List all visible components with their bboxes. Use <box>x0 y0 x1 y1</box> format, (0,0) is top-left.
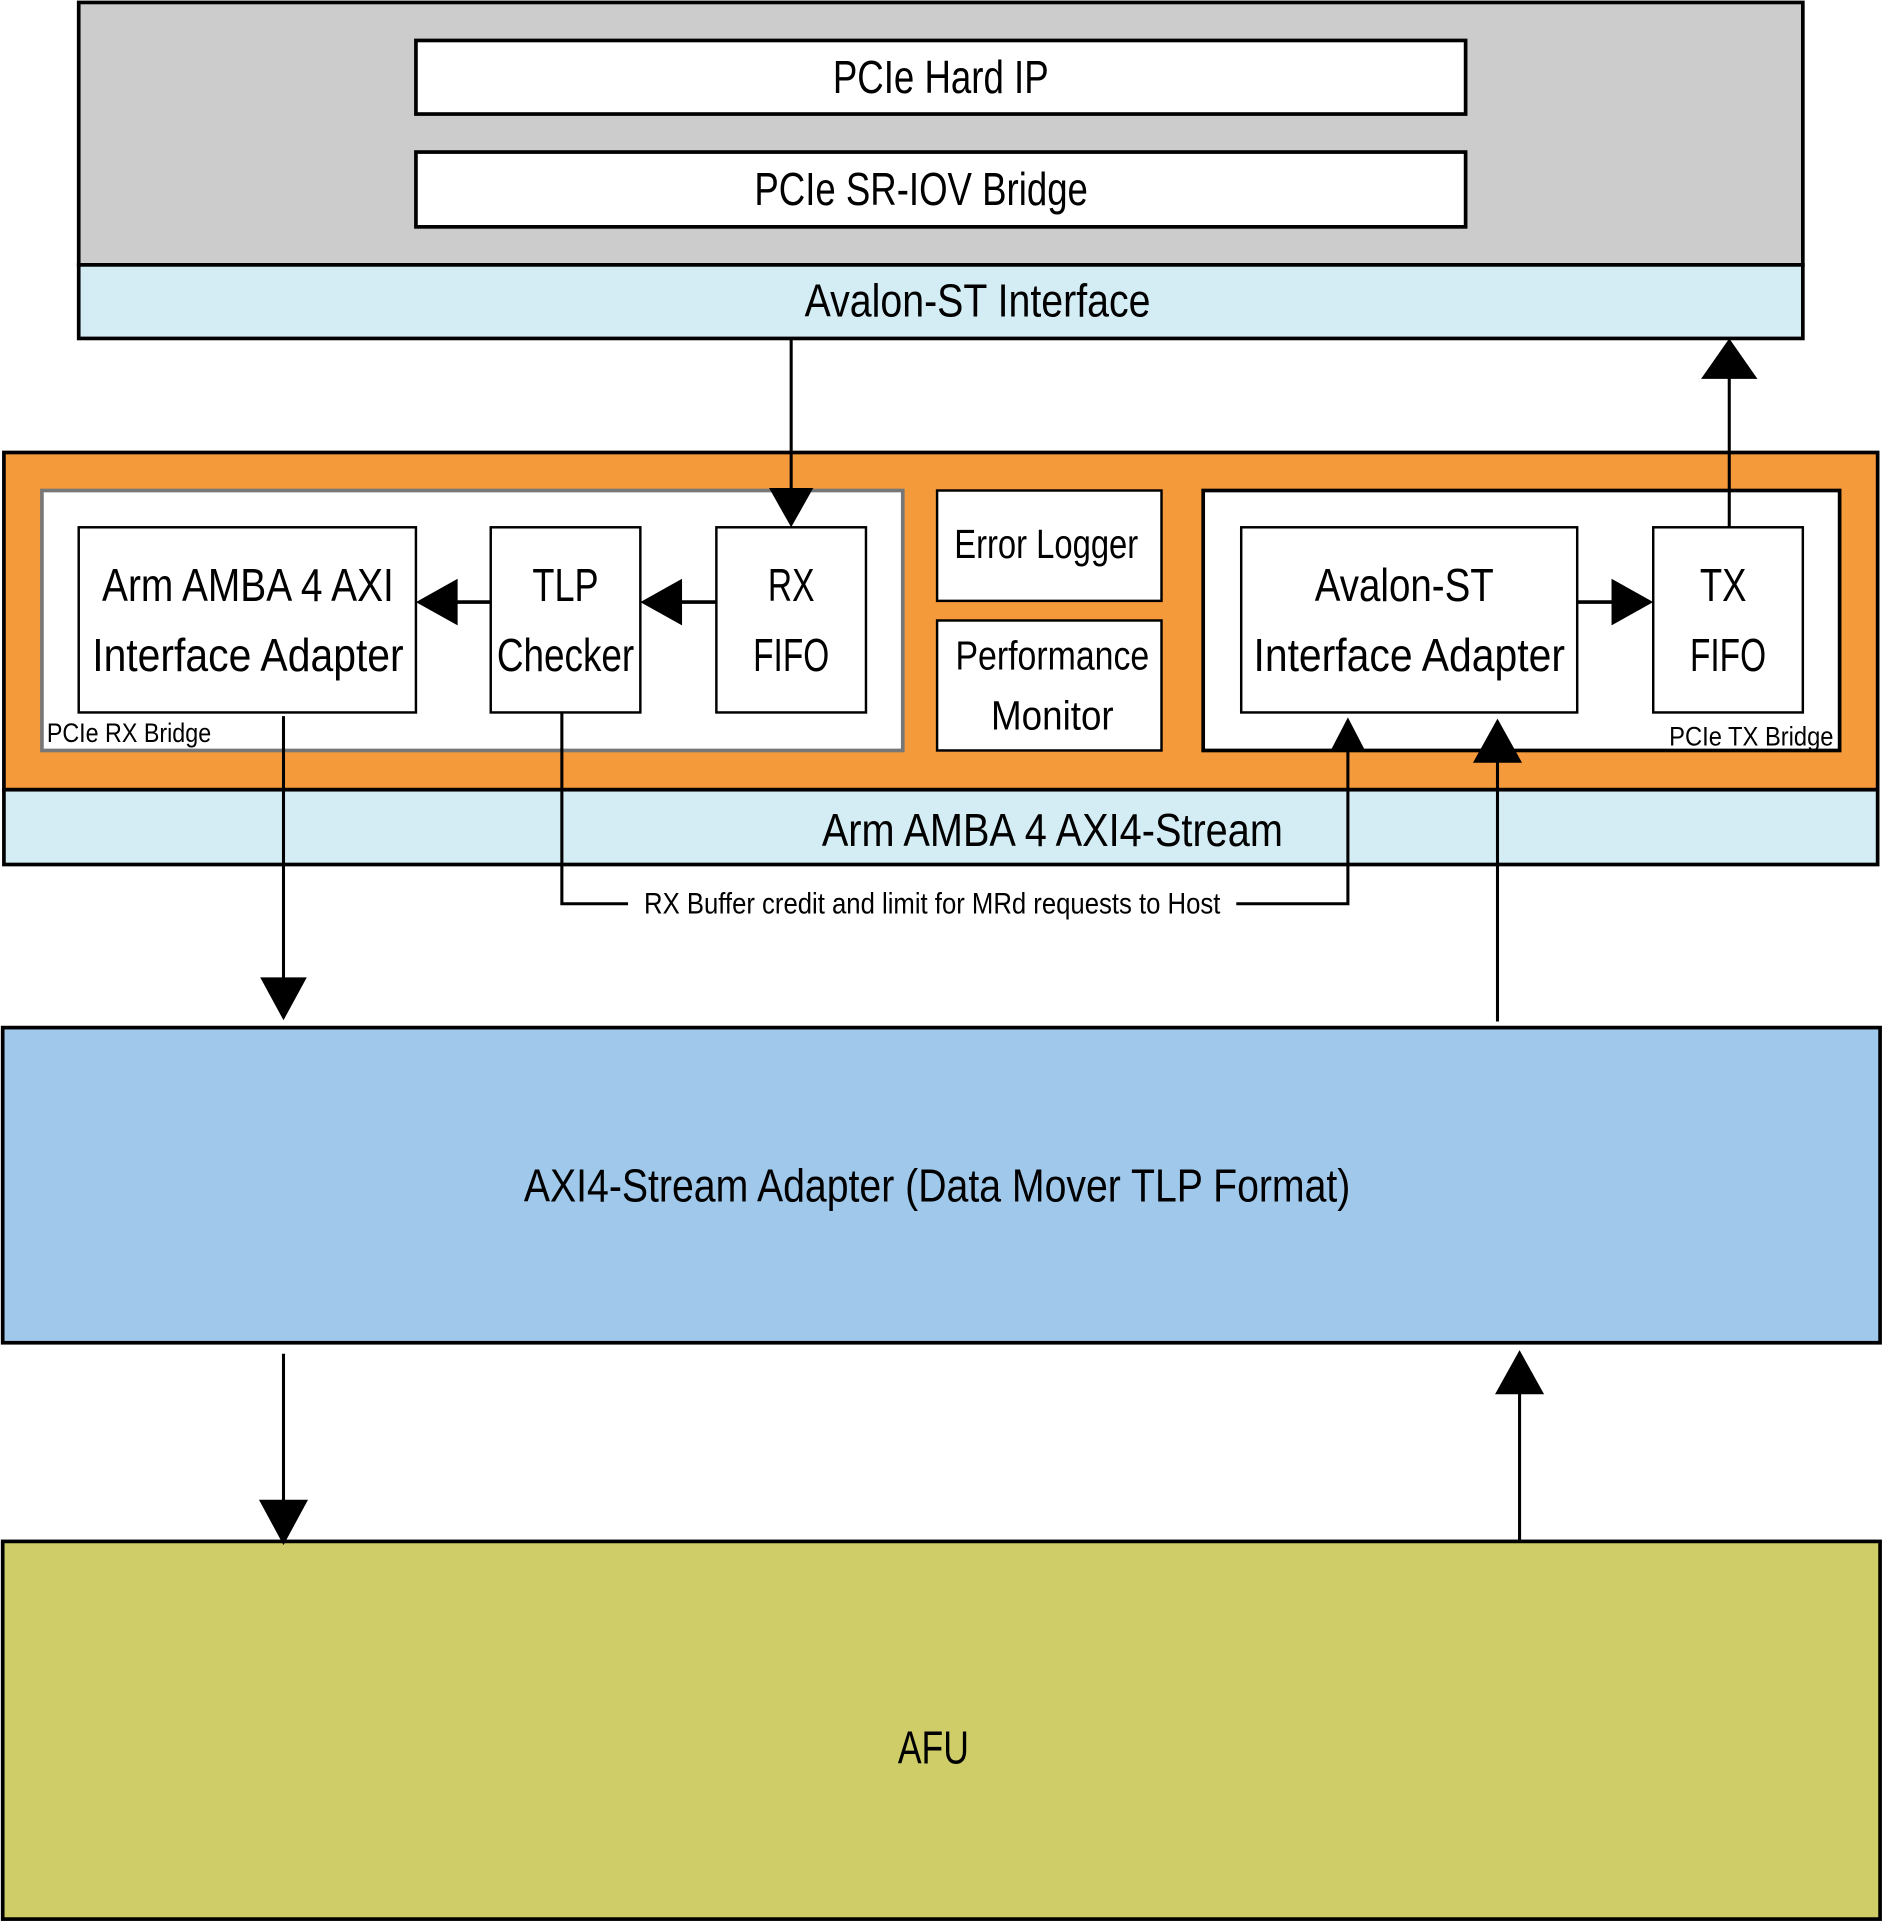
error-logger-label: Error Logger <box>954 521 1138 567</box>
credit-line-left <box>560 712 629 906</box>
afu-block <box>0 1539 1882 1921</box>
performance-monitor-box <box>935 619 1163 752</box>
pcie-hard-ip-label: PCIe Hard IP <box>833 51 1049 103</box>
arrow-stream-adapter-to-afu-head <box>258 1499 309 1546</box>
axi4-stream-adapter-label: AXI4-Stream Adapter (Data Mover TLP Form… <box>524 1160 1350 1212</box>
axi-adapter-line2: Interface Adapter <box>92 629 403 681</box>
avst-adapter-line1: Avalon-ST <box>1315 559 1494 611</box>
tlp-checker-box <box>489 526 642 714</box>
avalon-st-interface-label: Avalon-ST Interface <box>805 274 1151 326</box>
arrow-avst-adapter-to-txfifo-head <box>1611 578 1654 626</box>
arrow-stream-adapter-to-avst-head <box>1472 718 1523 763</box>
arrow-afu-to-stream-adapter-head <box>1495 1350 1545 1395</box>
afu-label: AFU <box>898 1721 969 1773</box>
rx-fifo-box <box>715 526 868 714</box>
axi-adapter-line1: Arm AMBA 4 AXI <box>102 559 394 611</box>
data-flow-arrows <box>258 338 1758 1546</box>
avalon-st-interface-bar <box>76 263 1805 341</box>
pcie-host-block: PCIe Hard IP PCIe SR-IOV Bridge Avalon-S… <box>76 0 1805 341</box>
tx-fifo-line2: FIFO <box>1690 629 1766 681</box>
tlp-checker-line2: Checker <box>497 629 634 681</box>
pcie-rx-bridge-label: PCIe RX Bridge <box>47 718 211 748</box>
pcie-hard-ip-box <box>414 38 1468 116</box>
perf-monitor-line1: Performance <box>955 633 1149 679</box>
axi4-stream-adapter-block <box>0 1025 1882 1345</box>
rx-fifo-line2: FIFO <box>753 629 829 681</box>
credit-arrowhead-up <box>1330 717 1366 751</box>
pcie-tx-bridge-label: PCIe TX Bridge <box>1669 722 1833 752</box>
avst-adapter-line2: Interface Adapter <box>1253 629 1564 681</box>
arrow-axi-to-stream-adapter-head <box>260 977 307 1021</box>
pcie-bridge-block: PCIe RX Bridge Arm AMBA 4 AXI Interface … <box>2 450 1880 867</box>
tx-fifo-box <box>1652 526 1805 714</box>
pcie-sriov-bridge-box <box>414 150 1468 229</box>
avalon-st-interface-adapter-box <box>1239 526 1579 714</box>
arrow-tlp-to-axi-head <box>415 578 458 626</box>
rx-credit-connector: RX Buffer credit and limit for MRd reque… <box>560 712 1366 921</box>
rx-fifo-line1: RX <box>768 559 815 611</box>
axi4-stream-interface-bar <box>2 787 1880 867</box>
arrow-avst-to-rxfifo-head <box>769 488 814 528</box>
credit-note-label: RX Buffer credit and limit for MRd reque… <box>644 888 1220 921</box>
axi-interface-adapter-box <box>77 526 418 714</box>
arrow-txfifo-to-avst-head <box>1701 338 1758 379</box>
axi4-stream-interface-label: Arm AMBA 4 AXI4-Stream <box>822 804 1283 856</box>
tx-fifo-line1: TX <box>1700 559 1747 611</box>
pcie-sriov-bridge-label: PCIe SR-IOV Bridge <box>754 163 1088 215</box>
arrow-rxfifo-to-tlp-head <box>640 578 683 626</box>
credit-line-right <box>1236 748 1350 906</box>
error-logger-box <box>935 489 1163 603</box>
perf-monitor-line2: Monitor <box>991 693 1114 739</box>
tlp-checker-line1: TLP <box>532 559 598 611</box>
